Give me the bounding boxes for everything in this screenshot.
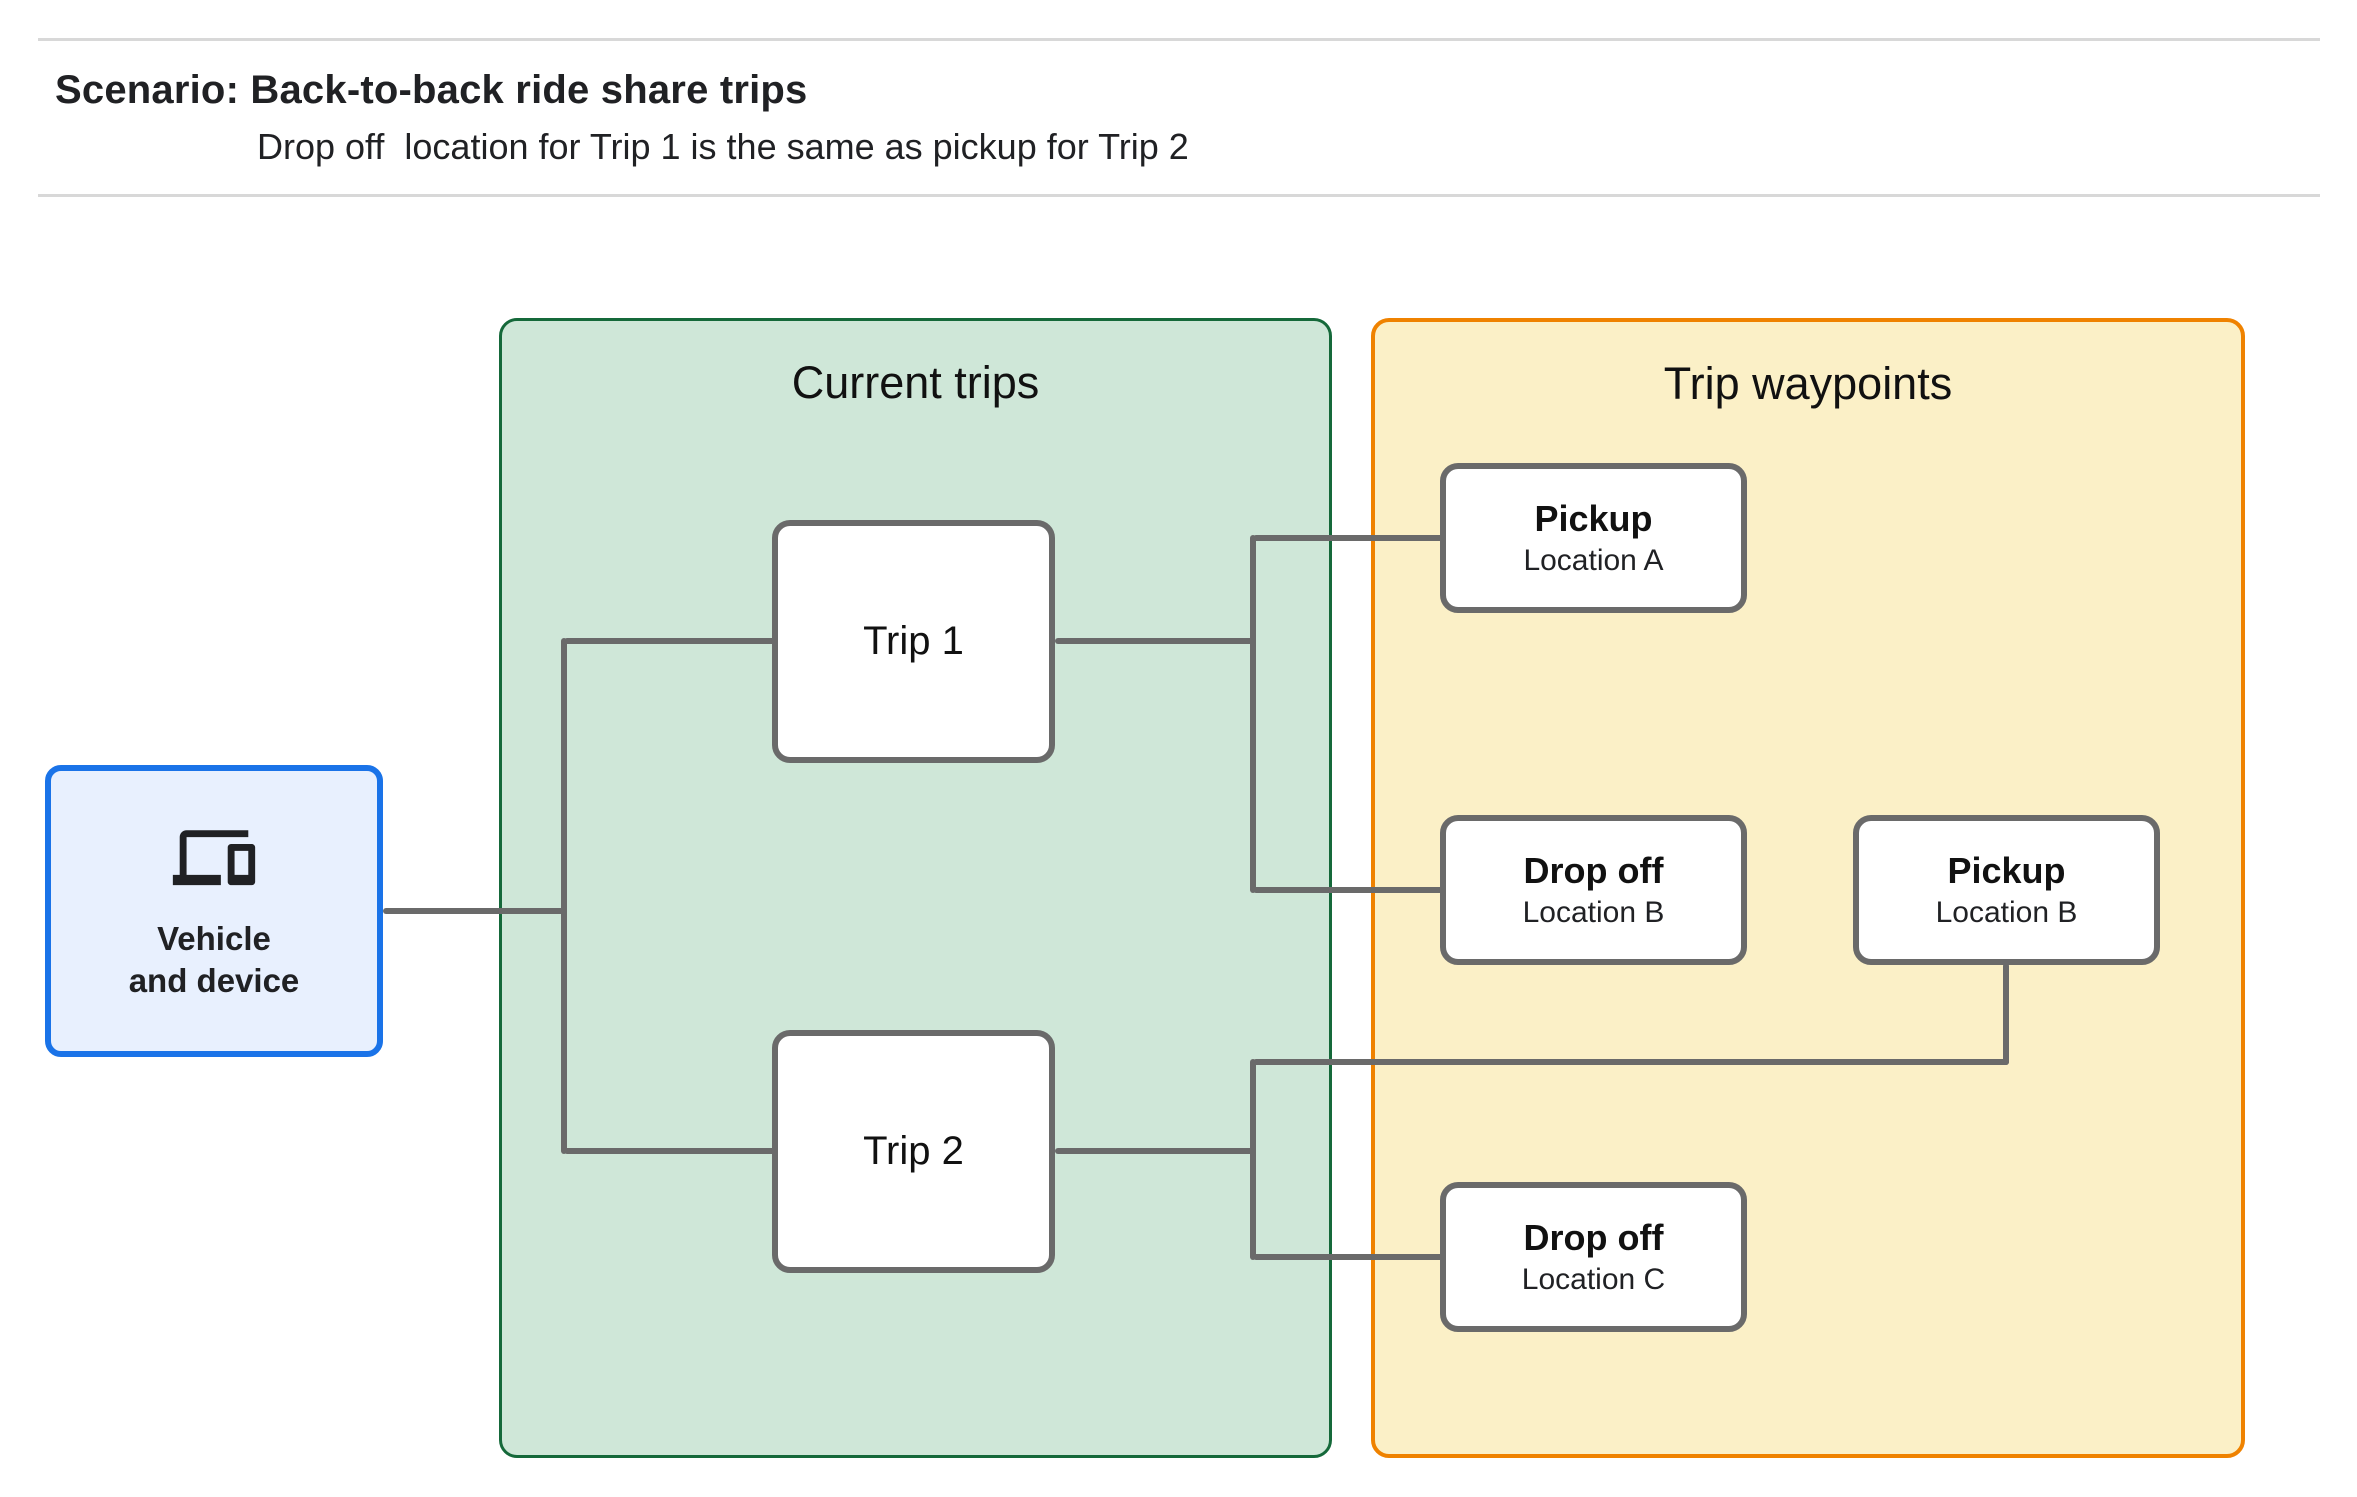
connector-vehicle-to-trunk	[383, 908, 567, 914]
vehicle-label: Vehicle and device	[129, 918, 300, 1002]
trip-1-label: Trip 1	[863, 619, 964, 663]
current-trips-title: Current trips	[791, 357, 1040, 408]
trip-2-node: Trip 2	[772, 1030, 1055, 1273]
waypoint-title: Pickup	[1534, 497, 1653, 539]
vehicle-node: Vehicle and device	[45, 765, 383, 1057]
waypoint-pickup-location-a: Pickup Location A	[1440, 463, 1747, 613]
connector-right-trunk-upper	[1250, 535, 1256, 893]
waypoint-dropoff-location-b: Drop off Location B	[1440, 815, 1747, 965]
devices-icon	[172, 820, 256, 892]
trip-2-label: Trip 2	[863, 1129, 964, 1173]
connector-right-trunk-lower	[1250, 1059, 1256, 1260]
header-divider	[38, 194, 2320, 197]
page-subtitle: Drop off location for Trip 1 is the same…	[257, 126, 1189, 167]
vehicle-label-line1: Vehicle	[157, 920, 271, 957]
connector-pickup-b-to-trunk	[1253, 1059, 2009, 1065]
connector-trunk-to-trip1	[564, 638, 775, 644]
waypoint-subtitle: Location C	[1521, 1263, 1666, 1297]
trip-waypoints-title: Trip waypoints	[1663, 358, 1953, 409]
waypoint-title: Pickup	[1947, 849, 2066, 891]
page-title: Scenario: Back-to-back ride share trips	[55, 68, 808, 112]
vehicle-label-line2: and device	[128, 962, 300, 999]
waypoint-subtitle: Location B	[1935, 896, 2078, 930]
connector-to-dropoff-b	[1253, 887, 1443, 893]
waypoint-dropoff-location-c: Drop off Location C	[1440, 1182, 1747, 1332]
trip-1-node: Trip 1	[772, 520, 1055, 763]
connector-to-pickup-a	[1253, 535, 1443, 541]
waypoint-subtitle: Location A	[1523, 544, 1664, 578]
connector-trip1-to-right-trunk	[1055, 638, 1253, 644]
current-trips-panel: Current trips	[499, 318, 1332, 1458]
waypoint-title: Drop off	[1523, 1216, 1664, 1258]
waypoint-pickup-location-b: Pickup Location B	[1853, 815, 2160, 965]
connector-trunk-to-trip2	[564, 1148, 775, 1154]
waypoint-subtitle: Location B	[1522, 896, 1665, 930]
waypoint-title: Drop off	[1523, 849, 1664, 891]
connector-to-dropoff-c	[1253, 1254, 1443, 1260]
connector-left-trunk	[561, 638, 567, 1154]
connector-trip2-to-right-trunk	[1055, 1148, 1253, 1154]
top-divider	[38, 38, 2320, 41]
connector-pickup-b-descender	[2003, 963, 2009, 1065]
